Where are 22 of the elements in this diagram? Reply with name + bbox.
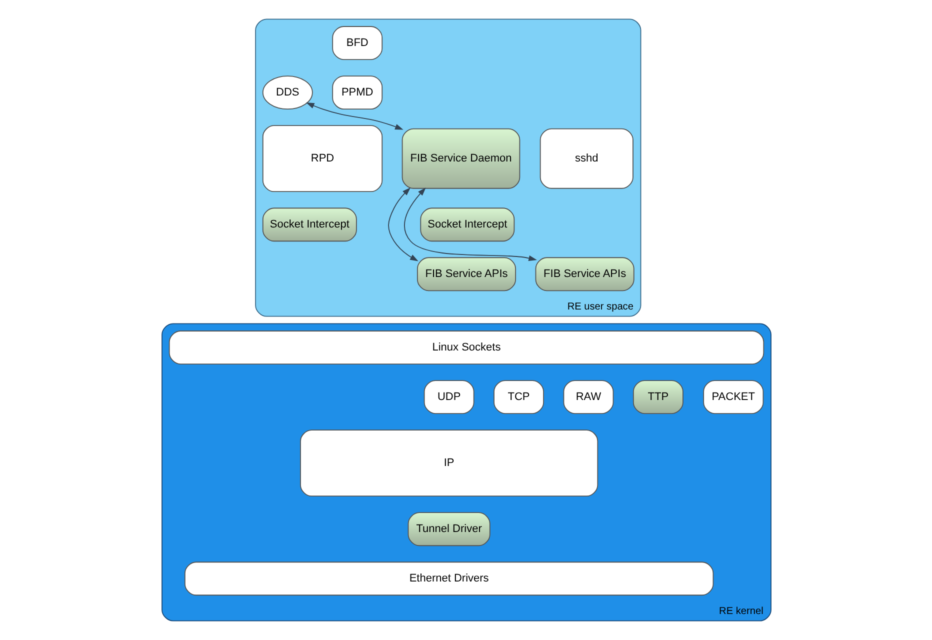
arrow xyxy=(404,188,536,262)
node-box: sshd xyxy=(539,128,633,189)
node-box: RAW xyxy=(562,380,614,414)
node-box: FIB Service Daemon xyxy=(401,128,520,189)
node-box: PACKET xyxy=(702,380,764,414)
node-box: TCP xyxy=(493,380,544,414)
node-ellipse: DDS xyxy=(262,76,312,110)
arrow xyxy=(388,187,418,262)
node-box: UDP xyxy=(423,380,474,414)
node-box: Tunnel Driver xyxy=(407,512,490,546)
node-box: RPD xyxy=(262,125,382,192)
node-box: Ethernet Drivers xyxy=(184,562,714,596)
node-box: Socket Intercept xyxy=(262,208,356,242)
node-box: Socket Intercept xyxy=(420,208,514,242)
node-box: PPMD xyxy=(332,76,382,110)
node-box: IP xyxy=(300,430,598,497)
node-box: FIB Service APIs xyxy=(534,257,634,292)
node-box: TTP xyxy=(632,380,683,414)
node-box: BFD xyxy=(332,26,382,60)
node-box: Linux Sockets xyxy=(168,330,764,364)
arrow xyxy=(306,102,403,130)
node-box: FIB Service APIs xyxy=(416,257,516,292)
